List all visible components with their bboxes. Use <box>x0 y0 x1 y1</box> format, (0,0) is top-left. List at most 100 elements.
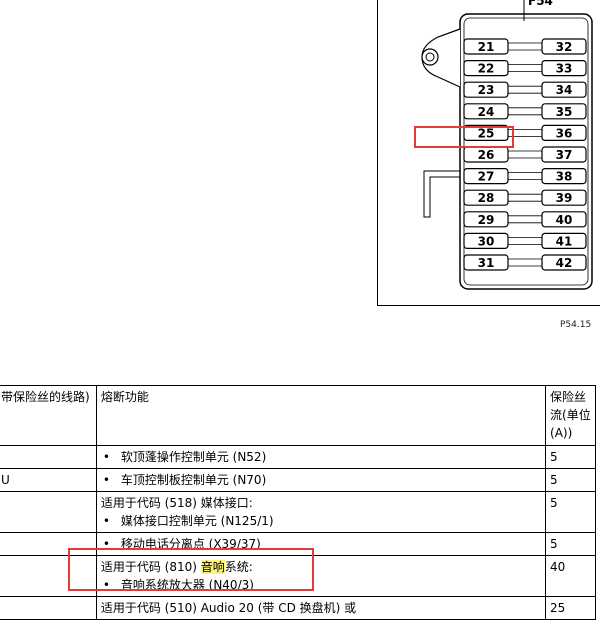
fuse-24-label: 24 <box>478 105 495 119</box>
bullet-icon: • <box>102 450 110 464</box>
fuse-37-label: 37 <box>556 148 573 162</box>
mounting-hole-outer <box>421 48 439 66</box>
fuse-34-label: 34 <box>556 83 573 97</box>
fuse-box-label: F54 <box>528 0 553 8</box>
cell-circuit: U <box>0 468 97 492</box>
fuse-40-slot <box>541 211 587 228</box>
fuse-21-slot <box>463 38 509 55</box>
function-bullet: •媒体接口控制单元 (N125/1) <box>102 514 274 528</box>
fuse-22-slot <box>463 59 509 77</box>
bullet-icon: • <box>102 578 110 592</box>
fuse-39-slot <box>541 189 587 206</box>
fuse-34-slot <box>541 81 587 98</box>
fuse-38-label: 38 <box>556 170 573 184</box>
highlight-box-audio-row <box>68 548 314 591</box>
function-intro: 适用于代码 (810) 音响系统: <box>100 560 253 574</box>
fuse-27-slot <box>463 168 509 185</box>
bullet-icon: • <box>102 473 110 487</box>
fuse-42-slot <box>541 254 587 271</box>
fuse-26-label: 26 <box>478 148 495 162</box>
fuse-36-label: 36 <box>556 126 573 140</box>
fuse-41-label: 41 <box>556 234 573 248</box>
cell-function: •软顶蓬操作控制单元 (N52) <box>95 445 547 469</box>
header-circuit: 带保险丝的线路) <box>0 385 97 446</box>
fuse-25-slot <box>463 124 509 142</box>
fuse-31-slot <box>463 254 509 271</box>
bullet-icon: • <box>102 537 110 551</box>
fuse-31-label: 31 <box>478 256 495 270</box>
table-row: 适用于代码 (518) 媒体接口: •媒体接口控制单元 (N125/1) 5 <box>0 491 596 533</box>
fuse-33-slot <box>541 59 587 77</box>
cell-amps: 5 <box>545 532 596 556</box>
function-intro: 适用于代码 (510) Audio 20 (带 CD 换盘机) 或 <box>100 601 357 615</box>
cell-function: •移动电话分离点 (X39/37) <box>95 532 547 556</box>
highlight-box-fuse-25 <box>414 126 514 148</box>
fuse-32-label: 32 <box>556 40 573 54</box>
cell-function: •车顶控制板控制单元 (N70) <box>95 468 547 492</box>
fuse-27-label: 27 <box>478 170 495 184</box>
fuse-30-label: 30 <box>478 234 495 248</box>
fuse-30-slot <box>463 232 509 249</box>
fuse-box-drawing: F54 21 32 22 33 23 34 24 35 25 36 26 37 27 38 28 39 29 40… <box>421 0 593 290</box>
fuse-40-label: 40 <box>556 213 573 227</box>
function-intro: 适用于代码 (518) 媒体接口: <box>100 496 253 510</box>
fuse-22-label: 22 <box>478 62 495 76</box>
fuse-33-label: 33 <box>556 62 573 76</box>
fuse-39-label: 39 <box>556 191 573 205</box>
fuse-23-slot <box>463 81 509 98</box>
function-bullet: •车顶控制板控制单元 (N70) <box>102 473 267 487</box>
table-header-row: 带保险丝的线路) 熔断功能 保险丝 流(单位 (A)) <box>0 385 596 446</box>
header-function: 熔断功能 <box>95 385 547 446</box>
side-bracket <box>423 170 460 218</box>
fuse-connector <box>508 85 542 94</box>
fuse-connector <box>508 150 542 159</box>
fuse-36-slot <box>541 124 587 142</box>
cell-amps: 5 <box>545 491 596 533</box>
cell-circuit <box>0 596 97 620</box>
fuse-23-label: 23 <box>478 83 495 97</box>
fuse-25-label: 25 <box>478 126 495 140</box>
fuse-35-label: 35 <box>556 105 573 119</box>
fuse-connector <box>508 258 542 267</box>
fuse-28-label: 28 <box>478 191 495 205</box>
fuse-29-label: 29 <box>478 213 495 227</box>
fuse-connector <box>508 64 542 72</box>
bullet-icon: • <box>102 514 110 528</box>
cell-function: 适用于代码 (518) 媒体接口: •媒体接口控制单元 (N125/1) <box>95 491 547 533</box>
fuse-connector <box>508 42 542 51</box>
fuse-42-label: 42 <box>556 256 573 270</box>
fuse-37-slot <box>541 146 587 163</box>
cell-amps: 25 <box>545 596 596 620</box>
fuse-29-slot <box>463 211 509 228</box>
mounting-hole-inner <box>425 52 435 62</box>
highlighted-text: 音响 <box>200 560 225 574</box>
cell-amps: 5 <box>545 468 596 492</box>
cell-function: 适用于代码 (510) Audio 20 (带 CD 换盘机) 或 <box>95 596 547 620</box>
cell-amps: 40 <box>545 555 596 597</box>
fuse-28-slot <box>463 189 509 206</box>
fuse-38-slot <box>541 168 587 185</box>
header-current: 保险丝 流(单位 (A)) <box>545 385 596 446</box>
fuse-21-label: 21 <box>478 40 495 54</box>
fuse-32-slot <box>541 38 587 55</box>
cell-amps: 5 <box>545 445 596 469</box>
figure-code: P54.15 <box>560 320 592 330</box>
fuse-24-slot <box>463 103 509 120</box>
fuse-41-slot <box>541 232 587 249</box>
fuse-connector <box>508 193 542 202</box>
cell-circuit <box>0 532 97 556</box>
fuse-box-diagram: F54 21 32 22 33 23 34 24 35 25 36 26 37 27 38 28 39 29 40… <box>377 0 600 306</box>
fuse-connector <box>508 215 542 224</box>
function-bullet: •软顶蓬操作控制单元 (N52) <box>102 450 267 464</box>
fuse-connector <box>508 107 542 116</box>
table-row: •软顶蓬操作控制单元 (N52) 5 <box>0 445 596 469</box>
fuse-connector <box>508 172 542 180</box>
function-bullet: •移动电话分离点 (X39/37) <box>102 537 261 551</box>
fuse-connector <box>508 237 542 245</box>
function-bullet: •音响系统放大器 (N40/3) <box>102 578 254 592</box>
table-row: 适用于代码 (510) Audio 20 (带 CD 换盘机) 或 25 <box>0 596 596 620</box>
fuse-35-slot <box>541 103 587 120</box>
table-row: •移动电话分离点 (X39/37) 5 <box>0 532 596 556</box>
cell-circuit <box>0 445 97 469</box>
cell-circuit <box>0 491 97 533</box>
